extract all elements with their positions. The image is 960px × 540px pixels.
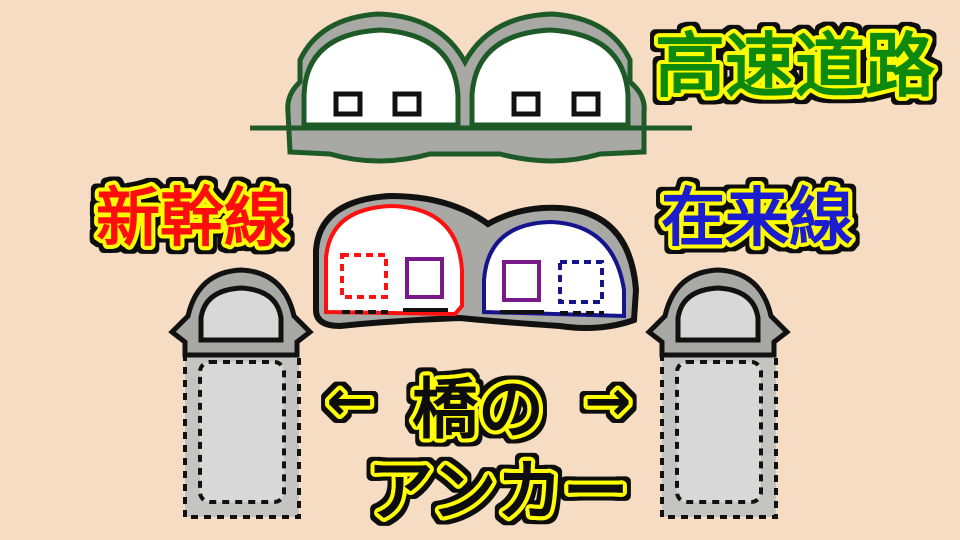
label-shinkansen: 新幹線 <box>96 182 288 256</box>
rail-tracks <box>342 308 604 315</box>
conventional-bore <box>482 219 626 319</box>
car-icon <box>392 91 422 117</box>
car-icon <box>333 91 363 117</box>
shinkansen-train-dashed <box>340 253 388 299</box>
highway-right-bore <box>469 27 631 128</box>
bridge-anchor-right <box>645 267 791 519</box>
highway-tunnel <box>250 11 692 164</box>
arrow-right-icon: → <box>585 369 632 434</box>
car-icon <box>571 91 601 117</box>
highway-cars <box>333 91 601 117</box>
arrow-left-icon: ← <box>327 369 374 434</box>
car-icon <box>511 91 541 117</box>
conventional-train-dashed <box>558 260 604 304</box>
anchor-dome-inner <box>198 285 284 343</box>
highway-left-bore <box>301 27 461 128</box>
label-anchor: ← → 橋の アンカー <box>323 365 636 534</box>
shinkansen-bore <box>324 203 464 317</box>
shared-train-left <box>405 257 444 299</box>
label-anchor-line2: アンカー <box>367 453 628 530</box>
label-conventional: 在来線 <box>661 182 853 256</box>
bridge-anchor-left <box>168 267 314 519</box>
anchor-inner <box>198 360 286 504</box>
label-anchor-line1: 橋の <box>412 371 544 448</box>
anchor-dome-inner <box>675 285 761 343</box>
rail-tunnel <box>313 192 640 331</box>
shared-train-right <box>502 260 541 302</box>
label-highway: 高速道路 <box>655 25 936 107</box>
anchor-inner <box>675 360 763 504</box>
